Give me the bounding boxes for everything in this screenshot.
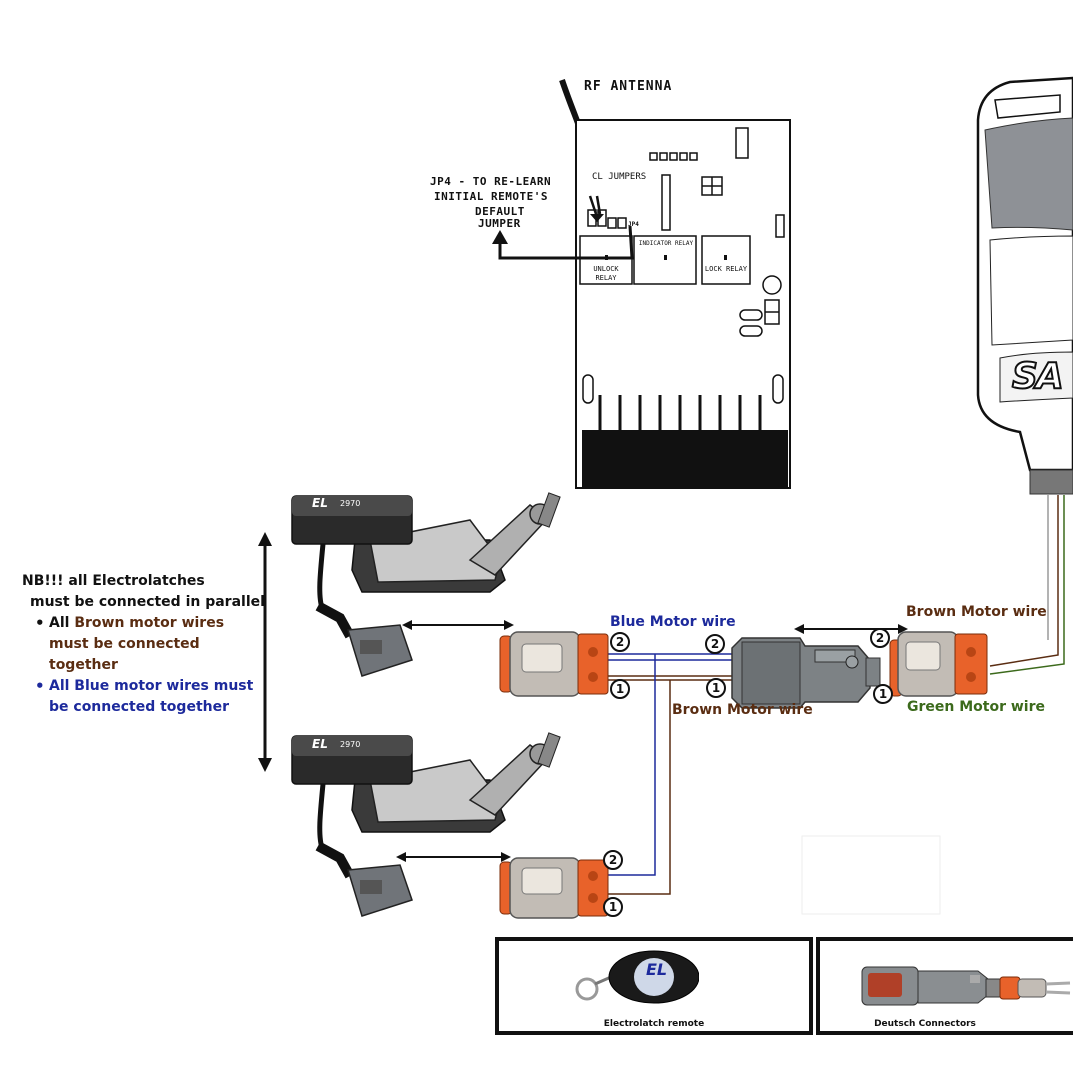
pcb-outline bbox=[575, 119, 791, 489]
pin-1-badge-bottom-plug: 1 bbox=[603, 897, 623, 917]
latch-brand-bottom: EL bbox=[312, 737, 328, 751]
brown-motor-wire-label-mid: Brown Motor wire bbox=[672, 702, 813, 718]
rf-antenna-label: RF ANTENNA bbox=[584, 79, 673, 94]
pin-2-badge-top-plug: 2 bbox=[610, 632, 630, 652]
remote-legend-box: EL Electrolatch remote bbox=[495, 937, 813, 1035]
pin-2-badge-receiver-side: 2 bbox=[870, 628, 890, 648]
note-item-blue: All Blue motor wires must be connected t… bbox=[35, 676, 267, 718]
deutsch-legend-box: Deutsch Connectors bbox=[816, 937, 1073, 1035]
note-item1-brown: Brown motor wires bbox=[74, 615, 225, 631]
jp4-note-line2: INITIAL REMOTE'S bbox=[434, 190, 548, 203]
deutsch-plug-bottom bbox=[499, 857, 609, 919]
lock-relay-label: LOCK RELAY bbox=[704, 265, 748, 273]
parallel-connection-note: NB!!! all Electrolatches must be connect… bbox=[22, 571, 267, 718]
jp4-note-line1: JP4 - TO RE-LEARN bbox=[430, 175, 552, 188]
cl-jumpers-label: CL JUMPERS bbox=[592, 172, 647, 182]
electrolatch-bottom bbox=[291, 732, 561, 917]
note-item1-suffix: must be connected together bbox=[49, 636, 200, 673]
jp4-note-line4: JUMPER bbox=[478, 217, 521, 230]
deutsch-receptacle-middle bbox=[731, 637, 881, 709]
deutsch-plug-receiver bbox=[889, 631, 988, 697]
electrolatch-top bbox=[291, 492, 561, 677]
motor-wires bbox=[605, 495, 1065, 895]
deutsch-caption: Deutsch Connectors bbox=[874, 1019, 976, 1029]
deutsch-connectors-image bbox=[861, 966, 1071, 1006]
note-item-brown: All Brown motor wires must be connected t… bbox=[35, 613, 267, 676]
remote-logo: EL bbox=[646, 960, 668, 979]
unlock-relay-label: UNLOCK RELAY bbox=[593, 265, 619, 282]
jp4-note-line3: DEFAULT bbox=[475, 205, 525, 218]
pin-2-badge-receptacle: 2 bbox=[705, 634, 725, 654]
blue-motor-wire-label: Blue Motor wire bbox=[610, 614, 736, 630]
latch-brand-top: EL bbox=[312, 496, 328, 510]
pcb-edge-connector bbox=[582, 430, 788, 488]
brown-motor-wire-label-top: Brown Motor wire bbox=[906, 604, 1047, 620]
jp4-tag: JP4 bbox=[628, 221, 639, 228]
pin-2-badge-bottom-plug: 2 bbox=[603, 850, 623, 870]
note-line2: must be connected in parallel bbox=[30, 594, 265, 610]
note-list: All Brown motor wires must be connected t… bbox=[22, 613, 267, 718]
pin-1-badge-top-plug: 1 bbox=[610, 679, 630, 699]
electrolatch-remote-image bbox=[575, 950, 699, 1004]
pin-1-badge-receiver-side: 1 bbox=[873, 684, 893, 704]
latch-model-top: 2970 bbox=[340, 499, 361, 508]
remote-caption: Electrolatch remote bbox=[603, 1019, 705, 1029]
indicator-relay-label: INDICATOR RELAY bbox=[638, 240, 694, 247]
empty-placeholder bbox=[801, 835, 941, 915]
receiver-logo: SA bbox=[1011, 355, 1065, 398]
note-item1-prefix: All bbox=[49, 615, 75, 631]
pin-1-badge-receptacle: 1 bbox=[706, 678, 726, 698]
receiver-housing bbox=[976, 76, 1073, 495]
deutsch-plug-top bbox=[499, 631, 609, 697]
receiver-pcb bbox=[492, 79, 791, 489]
green-motor-wire-label: Green Motor wire bbox=[907, 699, 1045, 715]
latch-model-bottom: 2970 bbox=[340, 740, 361, 749]
note-line1: NB!!! all Electrolatches bbox=[22, 573, 205, 589]
